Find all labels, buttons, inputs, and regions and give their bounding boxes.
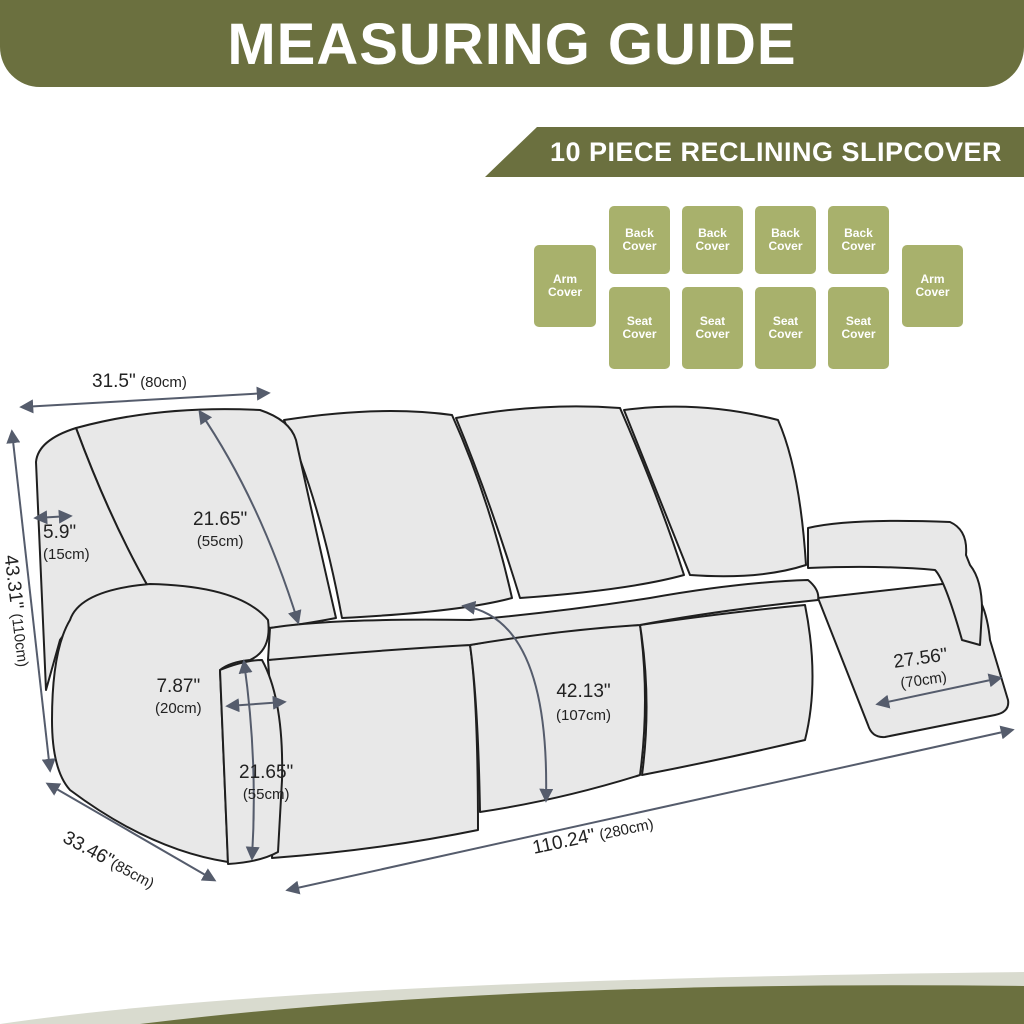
seat-cover-2: Seat Cover <box>682 287 743 369</box>
dim-line-depth <box>45 782 217 882</box>
arm-front-width-label: 7.87" (20cm) <box>155 676 202 720</box>
seat-cover-label: Seat Cover <box>841 314 876 341</box>
seat-cover-4: Seat Cover <box>828 287 889 369</box>
dim-cm: (20cm) <box>155 700 202 717</box>
seat-cover-3: Seat Cover <box>755 287 816 369</box>
seat-cover-label: Seat Cover <box>768 314 803 341</box>
dim-line-length <box>285 725 1015 895</box>
page-title: MEASURING GUIDE <box>227 12 797 77</box>
slipcover-banner: 10 PIECE RECLINING SLIPCOVER <box>485 127 1024 177</box>
seat-cushion-3 <box>639 604 814 776</box>
dim-cm: (80cm) <box>140 374 187 391</box>
dim-line-arm-width <box>19 386 271 414</box>
back-cover-4: Back Cover <box>828 206 889 274</box>
dim-line-height <box>6 429 56 773</box>
dim-inches: 21.65" <box>239 762 294 783</box>
back-cushion-2 <box>283 410 513 619</box>
arm-cover-right-label: Arm Cover <box>915 272 950 299</box>
arm-width-label: 31.5" (80cm) <box>92 371 187 393</box>
arm-cover-left: Arm Cover <box>534 245 596 327</box>
dim-inches: 7.87" <box>156 676 201 697</box>
back-cover-label: Back Cover <box>622 226 657 253</box>
dim-cm: (110cm) <box>7 612 32 669</box>
dim-cm: (55cm) <box>196 533 244 550</box>
seat-cover-label: Seat Cover <box>622 314 657 341</box>
seat-cushion-1 <box>267 644 479 859</box>
dim-inches: 31.5" <box>92 371 136 392</box>
dim-line-arm-top <box>33 509 73 525</box>
seat-cover-label: Seat Cover <box>695 314 730 341</box>
dim-line-back-height <box>198 409 302 625</box>
dim-cm: (15cm) <box>43 546 90 563</box>
dim-line-seat-depth <box>461 600 554 803</box>
back-cushion-4 <box>623 405 807 578</box>
dim-cm: (55cm) <box>242 786 290 803</box>
back-cushion-3 <box>455 405 685 599</box>
back-cover-2: Back Cover <box>682 206 743 274</box>
right-arm <box>807 519 983 646</box>
arm-top-label: 5.9" (15cm) <box>43 522 90 566</box>
arm-cover-left-label: Arm Cover <box>547 272 582 299</box>
banner-title: 10 PIECE RECLINING SLIPCOVER <box>549 137 1003 167</box>
dim-line-arm-front-height <box>238 659 260 861</box>
seat-cover-1: Seat Cover <box>609 287 670 369</box>
dim-cm: (107cm) <box>556 707 612 724</box>
bottom-swoosh <box>0 972 1024 1024</box>
seat-depth-label: 42.13" (107cm) <box>556 680 611 728</box>
back-cover-label: Back Cover <box>695 226 730 253</box>
footrest-label: 27.56"(70cm) <box>892 644 952 695</box>
dim-inches: 42.13" <box>556 681 611 702</box>
arm-front-height-label: 21.65" (55cm) <box>239 762 293 806</box>
back-cover-label: Back Cover <box>841 226 876 253</box>
header-bar: MEASURING GUIDE <box>0 0 1024 87</box>
dim-line-footrest <box>875 673 1003 709</box>
back-cover-label: Back Cover <box>768 226 803 253</box>
dim-inches: 5.9" <box>43 522 77 543</box>
arm-cover-right: Arm Cover <box>902 245 963 327</box>
back-cover-3: Back Cover <box>755 206 816 274</box>
back-height-label: 21.65" (55cm) <box>193 509 247 553</box>
dim-inches: 21.65" <box>193 509 248 530</box>
back-cover-1: Back Cover <box>609 206 670 274</box>
